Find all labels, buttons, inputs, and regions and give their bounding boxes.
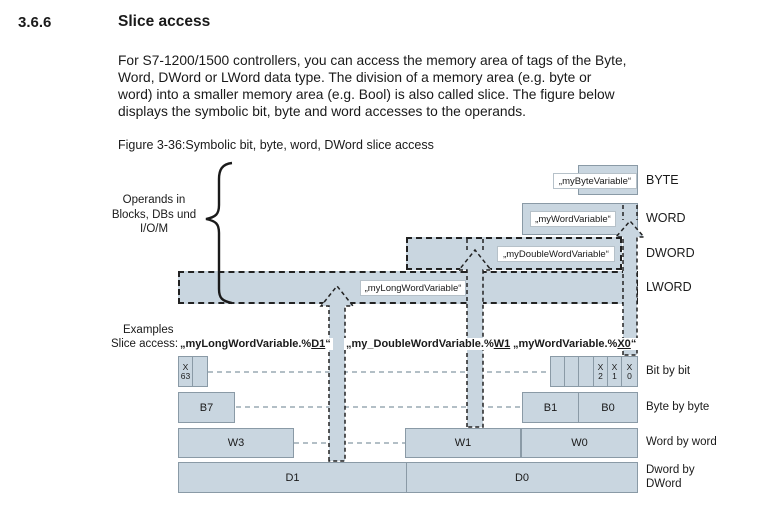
dword-variable-label: „myDoubleWordVariable“ — [497, 246, 615, 262]
operands-label-line: Blocks, DBs und — [111, 208, 197, 221]
bit-cell-top: X — [626, 361, 633, 372]
word-cell-w0: W0 — [521, 428, 638, 458]
dword-cell-d0: D0 — [406, 462, 638, 493]
examples-title: Examples — [123, 324, 174, 336]
section-number: 3.6.6 — [18, 14, 52, 31]
byte-type-label: BYTE — [646, 173, 679, 187]
bit-cell-top: X — [611, 361, 618, 372]
section-title: Slice access — [118, 13, 211, 30]
word-variable-label: „myWordVariable“ — [530, 211, 616, 227]
body-text-line: displays the symbolic bit, byte and word… — [118, 104, 526, 119]
figure-caption: Figure 3-36:Symbolic bit, byte, word, DW… — [118, 138, 434, 152]
example-slice-access-x0: „myWordVariable.%X0“ — [511, 338, 639, 350]
byte-cell-b7: B7 — [178, 392, 235, 423]
byte-cell-b1: B1 — [522, 392, 579, 423]
example-text: „my_DoubleWordVariable.% — [346, 338, 494, 350]
body-text-line: word) into a smaller memory area (e.g. B… — [118, 87, 615, 102]
example-slice: X0 — [617, 338, 631, 350]
bit-cell-x63: X 63 — [178, 356, 193, 387]
lword-type-label: LWORD — [646, 280, 692, 294]
example-close-quote: “ — [325, 338, 331, 350]
bit-cell-x2: X 2 — [593, 356, 608, 387]
byte-variable-label: „myByteVariable“ — [553, 173, 637, 189]
bit-cell-top: X — [597, 361, 604, 372]
operands-label-line: I/O/M — [139, 223, 169, 235]
dword-type-label: DWORD — [646, 246, 695, 260]
slice-access-label: Slice access: — [111, 338, 179, 350]
bit-by-bit-label: Bit by bit — [646, 365, 691, 377]
bit-cell-empty — [564, 356, 579, 387]
bit-cell-bottom: 2 — [598, 370, 603, 381]
dword-by-dword-label: Dword by DWord — [646, 464, 695, 490]
example-close-quote: “ — [630, 338, 637, 350]
example-slice-access-w1: „my_DoubleWordVariable.%W1“ — [344, 338, 518, 350]
example-text: „myWordVariable.% — [513, 338, 618, 350]
example-slice: W1 — [493, 338, 511, 350]
example-slice: D1 — [311, 338, 326, 350]
word-type-label: WORD — [646, 211, 686, 225]
example-slice-access-d1: „myLongWordVariable.%D1“ — [178, 338, 333, 350]
bit-cell-empty — [550, 356, 565, 387]
example-text: „myLongWordVariable.% — [180, 338, 312, 350]
bit-cell-top: X — [182, 361, 189, 372]
bit-cell-empty — [578, 356, 594, 387]
bit-cell-x0: X 0 — [621, 356, 638, 387]
bit-cell-bottom: 0 — [627, 370, 632, 381]
bit-cell-x1: X 1 — [607, 356, 622, 387]
dword-cell-d1: D1 — [178, 462, 407, 493]
operands-label-line: Operands in — [122, 194, 186, 206]
operands-label: Operands in Blocks, DBs und I/O/M — [102, 193, 206, 237]
bit-cell-empty — [192, 356, 208, 387]
bit-cell-bottom: 1 — [612, 370, 617, 381]
body-text-line: Word, DWord or LWord data type. The divi… — [118, 70, 592, 85]
byte-cell-b0: B0 — [578, 392, 638, 423]
word-cell-w3: W3 — [178, 428, 294, 458]
word-by-word-label: Word by word — [646, 436, 717, 448]
slice-arrow-d1-to-lword — [319, 284, 355, 462]
word-cell-w1: W1 — [405, 428, 521, 458]
bit-cell-bottom: 63 — [180, 370, 191, 381]
body-text-line: For S7-1200/1500 controllers, you can ac… — [118, 53, 627, 68]
byte-by-byte-label: Byte by byte — [646, 401, 710, 413]
lword-variable-label: „myLongWordVariable“ — [360, 280, 466, 296]
